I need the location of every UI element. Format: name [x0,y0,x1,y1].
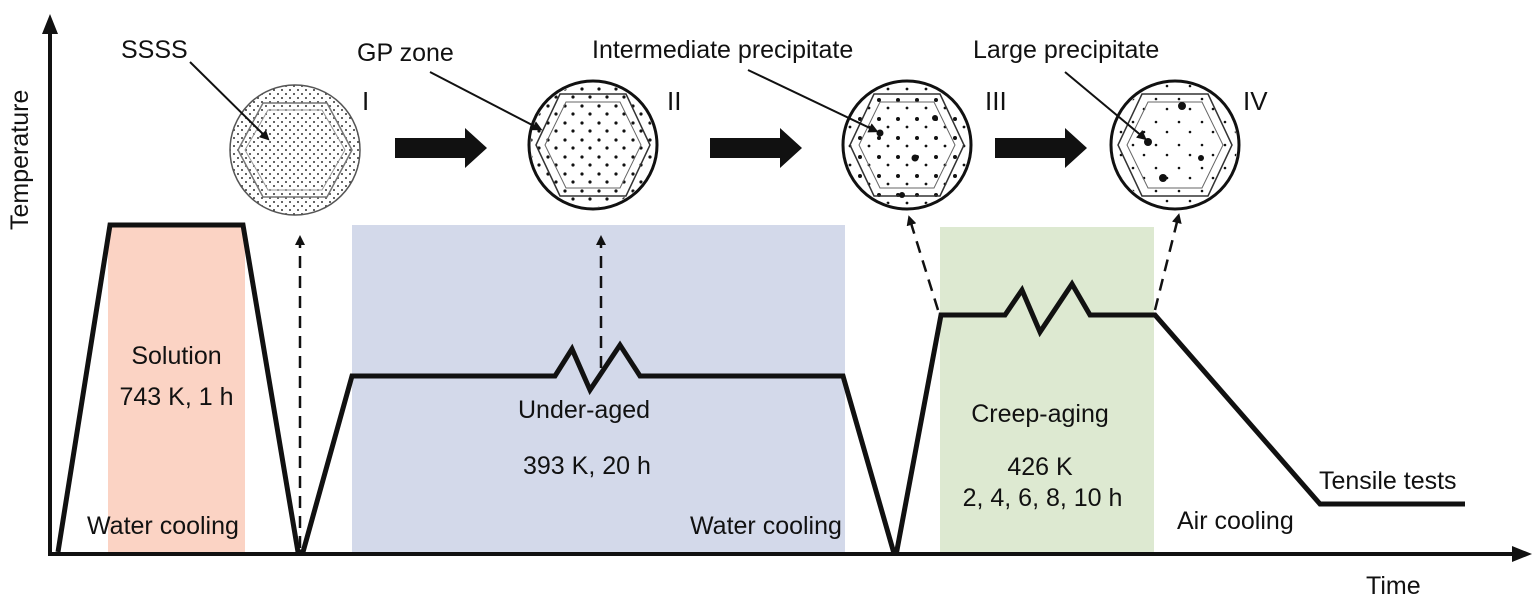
solution-cooling-label: Water cooling [87,512,239,540]
under-aged-stage-name: Under-aged [518,396,651,424]
x-axis-label: Time [1366,572,1421,600]
process-arrow-icon [995,128,1087,168]
leader-line-GP-zone [429,71,543,131]
creep-aging-background [940,227,1154,552]
air-cooling-label: Air cooling [1177,507,1294,535]
temperature-profile [55,222,1465,555]
microstructure-III-icon [841,79,973,211]
numeral-IV: IV [1243,86,1268,116]
microstructure-I-icon [229,84,361,216]
solution-stage-condition: 743 K, 1 h [119,383,234,411]
creep-aging-temperature: 426 K [1007,453,1073,481]
microstructure-II-icon [527,79,659,211]
creep-aging-stage-name: Creep-aging [971,400,1109,428]
numeral-III: III [985,86,1007,116]
process-arrow-icon [710,128,802,168]
under-aged-cooling-label: Water cooling [690,512,842,540]
leader-line-intermediate [747,69,879,133]
solution-background [108,224,245,552]
numeral-I: I [362,86,370,116]
microstructure-IV-icon [1109,79,1241,211]
microstructure-label-II: GP zone [357,39,454,67]
y-axis-label: Temperature [6,89,34,230]
under-aged-background [352,225,845,552]
under-aged-stage-condition: 393 K, 20 h [523,452,651,480]
microstructure-label-IV: Large precipitate [973,36,1160,64]
dashed-arrow-IV [1153,213,1182,311]
microstructure-label-III: Intermediate precipitate [592,36,854,64]
leader-line-large [1064,71,1147,141]
process-arrow-icon [395,128,487,168]
y-axis-arrow-icon [42,14,58,34]
numeral-II: II [667,86,682,116]
dashed-arrow-III [906,215,940,311]
creep-aging-durations: 2, 4, 6, 8, 10 h [962,484,1123,512]
solution-stage-name: Solution [131,342,222,370]
leader-line-SSSS [189,61,270,141]
x-axis-arrow-icon [1512,546,1532,562]
microstructure-label-I: SSSS [121,36,188,64]
tensile-tests-label: Tensile tests [1319,467,1457,495]
